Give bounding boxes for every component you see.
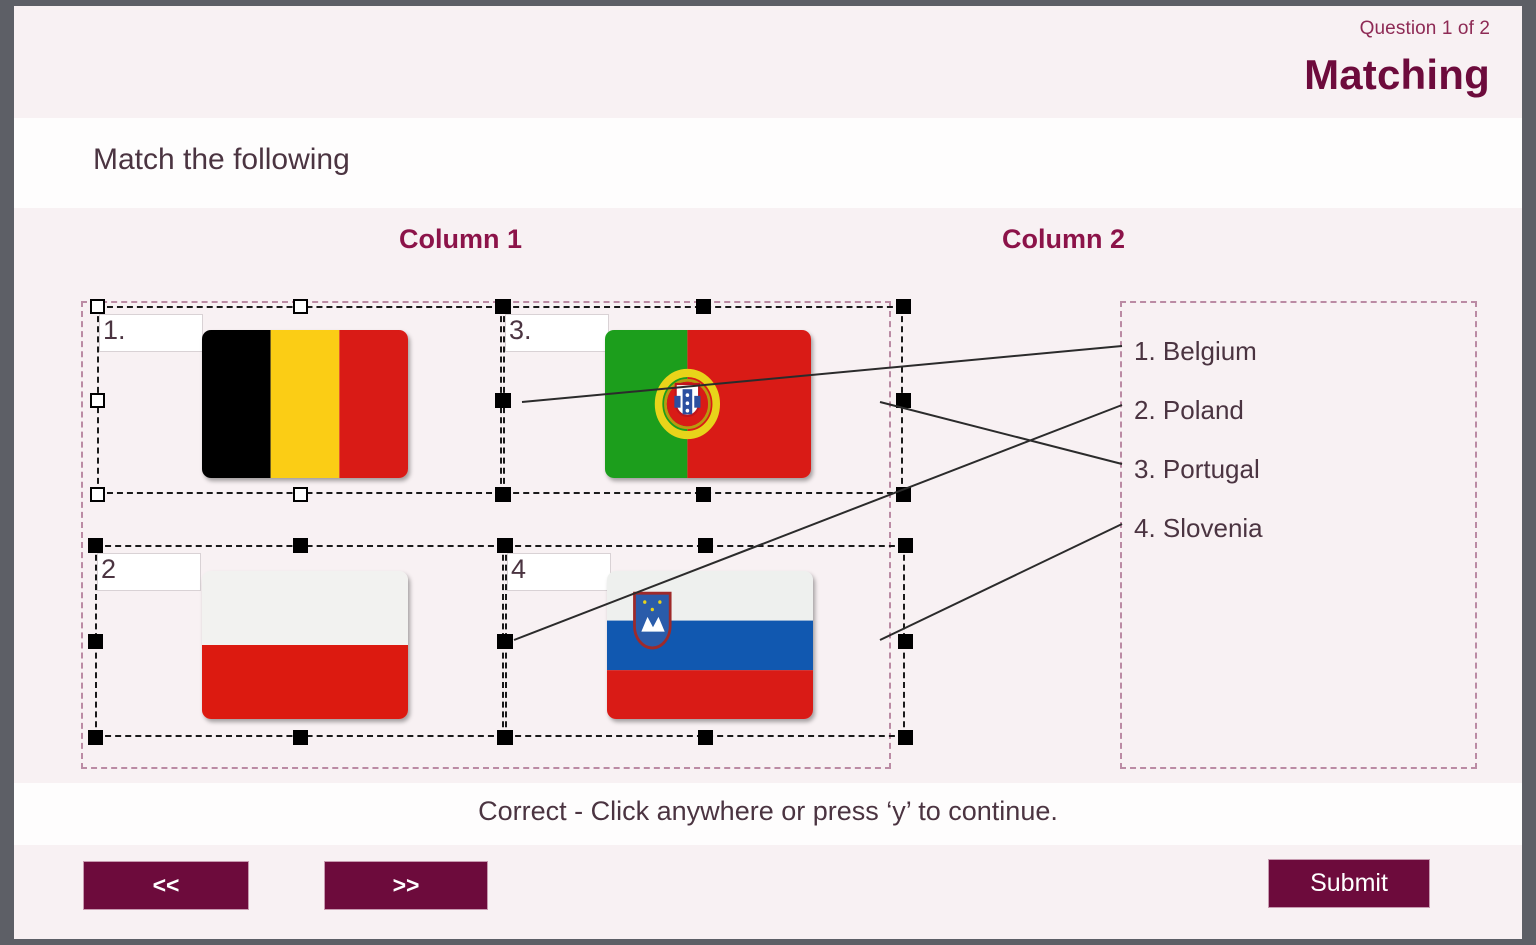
poland-flag [202, 571, 408, 719]
resize-handle-bm[interactable] [292, 730, 308, 745]
resize-handle-tm[interactable] [292, 538, 308, 553]
column-1-item[interactable]: 4 [498, 538, 913, 745]
resize-handle-br[interactable] [896, 487, 911, 502]
resize-handle-tm[interactable] [698, 538, 713, 553]
page-title: Matching [1304, 51, 1490, 98]
answer-number-value: 4 [511, 554, 527, 584]
column-1-header: Column 1 [399, 224, 523, 254]
answer-number-input[interactable]: 2 [97, 553, 201, 591]
column-1-item[interactable]: 1. [90, 299, 510, 502]
column-2-answer[interactable]: 2. Poland [1134, 395, 1244, 425]
resize-handle-mr[interactable] [896, 393, 911, 408]
answer-number-value: 1. [103, 315, 126, 345]
column-2-answer[interactable]: 3. Portugal [1134, 454, 1260, 484]
resize-handle-tl[interactable] [90, 299, 105, 314]
work-area: Column 1 Column 2 1. 3. 2 4 1. Belgium 2. Po… [14, 208, 1522, 783]
answer-number-value: 3. [509, 315, 532, 345]
footer-bar: << >> Submit [14, 845, 1522, 939]
quiz-frame: Question 1 of 2 Matching Match the follo… [14, 6, 1522, 939]
resize-handle-tr[interactable] [896, 299, 911, 314]
resize-handle-bm[interactable] [696, 487, 711, 502]
resize-handle-tl[interactable] [88, 538, 103, 553]
resize-handle-bl[interactable] [88, 730, 103, 745]
column-1-container: 1. 3. 2 4 [81, 299, 913, 769]
resize-handle-ml[interactable] [90, 393, 105, 408]
resize-handle-tm[interactable] [696, 299, 711, 314]
resize-handle-bm[interactable] [698, 730, 713, 745]
belgium-flag [202, 330, 408, 478]
answer-number-input[interactable]: 1. [99, 314, 203, 352]
resize-handle-tl[interactable] [498, 538, 513, 553]
column-2-answer[interactable]: 4. Slovenia [1134, 513, 1263, 543]
resize-handle-ml[interactable] [88, 634, 103, 649]
answer-number-input[interactable]: 3. [505, 314, 609, 352]
column-2-header: Column 2 [1002, 224, 1126, 254]
prompt-text: Match the following [93, 143, 350, 176]
column-2-container: 1. Belgium 2. Poland 3. Portugal 4. Sloveni… [1120, 301, 1477, 769]
resize-handle-br[interactable] [898, 730, 913, 745]
answer-number-value: 2 [101, 554, 117, 584]
previous-button[interactable]: << [83, 861, 249, 910]
header-bar: Question 1 of 2 Matching [14, 6, 1522, 118]
submit-button[interactable]: Submit [1268, 859, 1430, 908]
resize-handle-bl[interactable] [498, 730, 513, 745]
resize-handle-bm[interactable] [292, 487, 308, 502]
column-1-item[interactable]: 3. [496, 299, 911, 502]
feedback-text: Correct - Click anywhere or press ‘y’ to… [478, 796, 1058, 826]
question-counter: Question 1 of 2 [1359, 18, 1490, 39]
feedback-band: Correct - Click anywhere or press ‘y’ to… [14, 783, 1522, 845]
resize-handle-bl[interactable] [90, 487, 105, 502]
resize-handle-ml[interactable] [498, 634, 513, 649]
next-button[interactable]: >> [324, 861, 488, 910]
answer-number-input[interactable]: 4 [507, 553, 611, 591]
slovenia-flag [607, 571, 813, 719]
prompt-band: Match the following [14, 118, 1522, 208]
resize-handle-bl[interactable] [496, 487, 511, 502]
resize-handle-ml[interactable] [496, 393, 511, 408]
resize-handle-mr[interactable] [898, 634, 913, 649]
resize-handle-tr[interactable] [898, 538, 913, 553]
resize-handle-tm[interactable] [292, 299, 308, 314]
column-1-item[interactable]: 2 [88, 538, 512, 745]
resize-handle-tl[interactable] [496, 299, 511, 314]
column-2-answer[interactable]: 1. Belgium [1134, 336, 1257, 366]
portugal-flag [605, 330, 811, 478]
